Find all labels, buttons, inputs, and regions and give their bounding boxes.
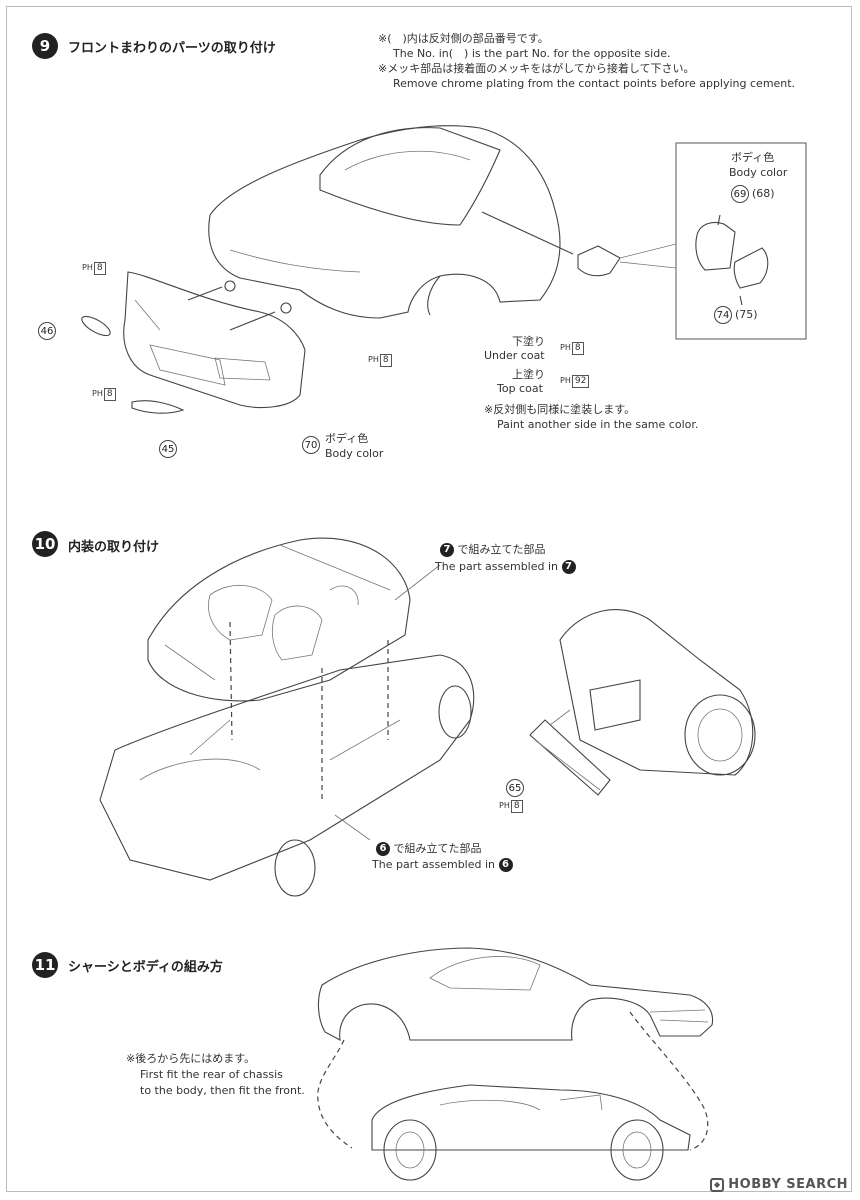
instruction-sheet-frame [6,6,852,1192]
ref-step6-en: The part assembled in 6 [372,858,513,872]
ref-step7-en: The part assembled in 7 [435,560,576,574]
paint-ph-label: PH [560,376,571,385]
part-74: 74 [714,306,732,324]
paint-ph-label: PH [92,389,103,398]
step-9-note-1: ※( )内は反対側の部品番号です。 [378,32,549,45]
side-note-en: Paint another side in the same color. [497,418,699,431]
part-68-opposite: (68) [752,187,775,200]
part-69: 69 [731,185,749,203]
under-coat-jp: 下塗り [512,335,545,348]
watermark-text: HOBBY SEARCH [728,1177,848,1192]
mirror-body-color-jp: ボディ色 [731,151,775,164]
paint-ph-value: 8 [571,342,584,355]
paint-ph-value: 92 [571,375,590,388]
paint-ph-value: 8 [510,800,523,813]
ref-step6-jp: 6 で組み立てた部品 [376,842,482,856]
part-75-opposite: (75) [735,308,758,321]
ref-step7-en-text: The part assembled in [435,560,559,573]
step-9-note-2: The No. in( ) is the part No. for the op… [393,47,671,60]
paint-ph-label: PH [499,801,510,810]
step-10-title: 内装の取り付け [68,540,160,555]
part-45: 45 [159,440,177,458]
step-9-note-4: Remove chrome plating from the contact p… [393,77,796,90]
ref-step7-jp-text: で組み立てた部品 [457,543,546,556]
ref-step6-jp-text: で組み立てた部品 [393,842,482,855]
paint-ph-value: 8 [379,354,392,367]
part-70-body-color-jp: ボディ色 [325,432,369,445]
paint-ph-value: 8 [103,388,116,401]
mirror-body-color-en: Body color [729,166,788,179]
ref-step7-jp: 7 で組み立てた部品 [440,543,546,557]
side-note-jp: ※反対側も同様に塗装します。 [484,403,636,416]
step-10-interior-illustration [99,537,756,897]
step-11-number: 11 [32,952,58,978]
ref-step6-en-text: The part assembled in [372,858,496,871]
part-70: 70 [302,436,320,454]
step-11-title: シャーシとボディの組み方 [68,960,223,975]
paint-ph-value: 8 [93,262,106,275]
step-9-car-body-illustration [81,125,807,414]
top-coat-jp: 上塗り [512,368,545,381]
step-9-number: 9 [32,33,58,59]
step-9-note-3: ※メッキ部品は接着面のメッキをはがしてから接着して下さい。 [378,62,695,75]
step-11-note-en-1: First fit the rear of chassis [140,1068,283,1081]
step-6-ref-badge: 6 [376,842,390,856]
paint-ph-label: PH [368,355,379,364]
step-7-ref-badge-en: 7 [561,560,576,574]
paint-ph-label: PH [82,263,93,272]
part-46: 46 [38,322,56,340]
part-70-body-color-en: Body color [325,447,384,460]
step-10-number: 10 [32,531,58,557]
watermark: ◆ HOBBY SEARCH [710,1177,848,1192]
hobby-search-logo-icon: ◆ [710,1177,725,1192]
step-7-ref-badge: 7 [440,543,454,557]
top-coat-en: Top coat [497,382,543,395]
part-65: 65 [506,779,524,797]
under-coat-en: Under coat [484,349,545,362]
step-9-title: フロントまわりのパーツの取り付け [68,41,276,56]
step-11-note-en-2: to the body, then fit the front. [140,1084,305,1097]
step-6-ref-badge-en: 6 [498,858,513,872]
paint-ph-label: PH [560,343,571,352]
step-11-note-jp: ※後ろから先にはめます。 [126,1052,256,1065]
